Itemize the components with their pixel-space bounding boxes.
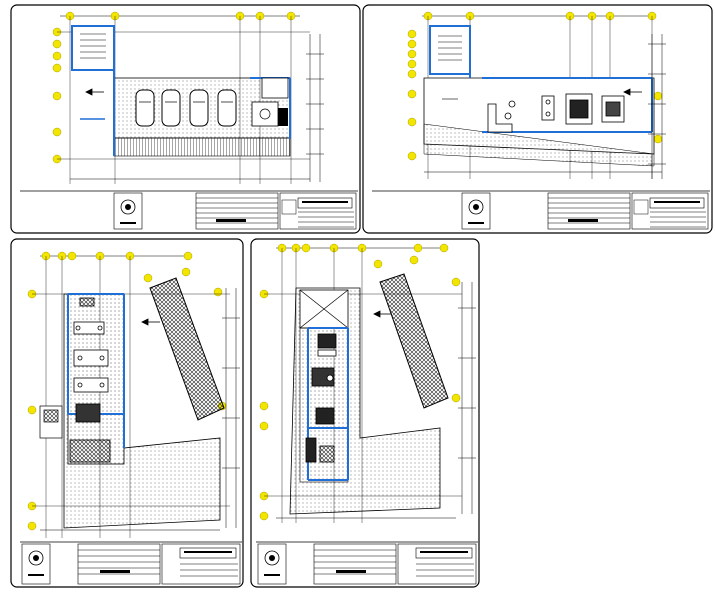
- car-icon: [135, 89, 237, 127]
- grid-marker-icon: [407, 11, 663, 161]
- drawing-sheet-2: [362, 4, 714, 236]
- stair-icon: [429, 25, 471, 75]
- sheet-3-drawing: [10, 238, 244, 588]
- north-arrow-icon: [373, 310, 392, 318]
- furniture-icon: [305, 333, 337, 463]
- furniture-icon: [251, 101, 279, 127]
- grid-marker-icon: [259, 243, 461, 521]
- drawing-sheet-3: [10, 238, 246, 590]
- logo-seal-icon: [28, 550, 44, 566]
- grid-marker-icon: [52, 11, 296, 164]
- north-arrow-icon: [141, 318, 160, 326]
- logo-seal-icon: [120, 199, 136, 215]
- furniture-icon: [487, 93, 625, 133]
- drawing-sheet-4: [250, 238, 482, 590]
- drawing-sheet-1: [10, 4, 365, 236]
- title-block: [461, 192, 709, 230]
- title-block: [21, 543, 241, 585]
- title-block: [257, 543, 477, 585]
- title-block: [113, 192, 357, 230]
- sheet-border: [250, 238, 480, 588]
- north-arrow-icon: [623, 88, 642, 96]
- stair-icon: [71, 25, 115, 71]
- sheet-1-drawing: [10, 4, 361, 234]
- logo-seal-icon: [264, 550, 280, 566]
- furniture-icon: [69, 297, 111, 463]
- north-arrow-icon: [85, 88, 104, 96]
- sheet-2-drawing: [362, 4, 713, 234]
- sheet-4-drawing: [250, 238, 480, 588]
- logo-seal-icon: [468, 199, 484, 215]
